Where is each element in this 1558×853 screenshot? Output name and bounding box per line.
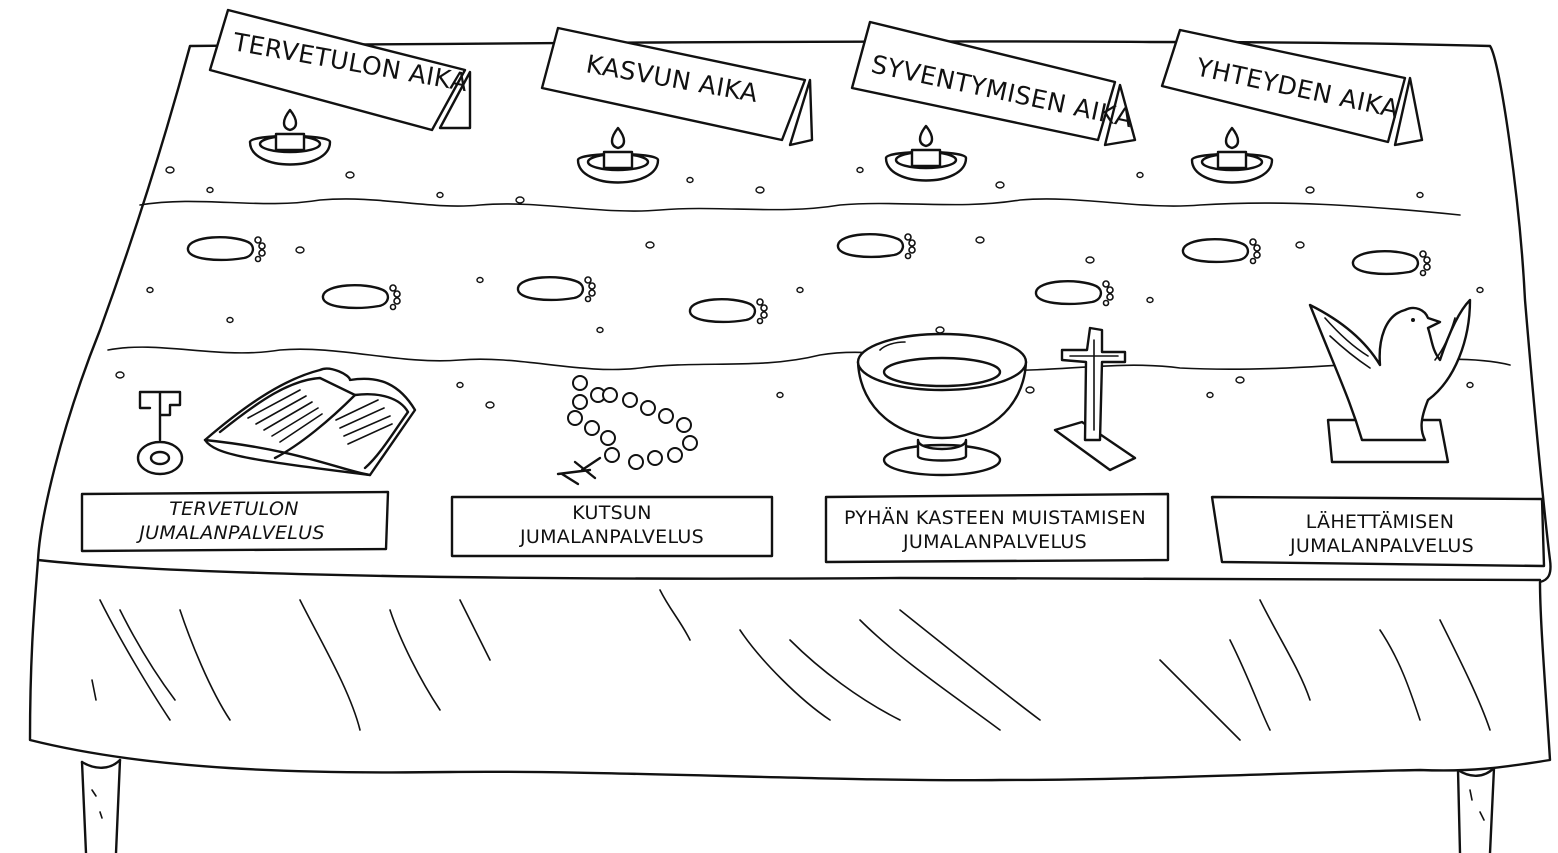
baptismal-font-icon <box>856 332 1028 477</box>
footprint-icon <box>321 284 401 311</box>
sand-path <box>107 166 1511 409</box>
candles <box>248 108 1274 184</box>
dove-statue-icon <box>1308 298 1472 464</box>
footprint-icon <box>688 298 768 325</box>
candle-icon <box>884 124 968 182</box>
plaque: PYHÄN KASTEEN MUISTAMISEN JUMALANPALVELU… <box>824 492 1170 564</box>
candle-icon <box>1190 126 1274 184</box>
candle-icon <box>576 126 660 184</box>
plaque-line-2: JUMALANPALVELUS <box>1289 535 1474 557</box>
table-legs <box>80 758 1496 853</box>
open-bible-icon <box>203 367 417 477</box>
standing-cross-icon <box>1053 326 1137 472</box>
plaque-line-1: PYHÄN KASTEEN MUISTAMISEN <box>844 506 1146 529</box>
footprint-icon <box>836 233 916 260</box>
footprints <box>186 233 1431 325</box>
plaque-line-2: JUMALANPALVELUS <box>519 526 704 548</box>
key-icon <box>136 390 184 476</box>
rosary-icon <box>556 375 698 486</box>
plaque: LÄHETTÄMISEN JUMALANPALVELUS <box>1210 495 1546 568</box>
plaque: KUTSUN JUMALANPALVELUS <box>450 495 774 558</box>
plaque-line-2: JUMALANPALVELUS <box>902 531 1087 553</box>
plaque-line-1: LÄHETTÄMISEN <box>1306 510 1455 533</box>
candle-icon <box>248 108 332 166</box>
sand-pebbles <box>115 166 1484 409</box>
plaque-line-1: TERVETULON <box>169 498 299 520</box>
plaque-line-2: JUMALANPALVELUS <box>135 522 324 544</box>
footprint-icon <box>1181 238 1261 265</box>
plaque: TERVETULON JUMALANPALVELUS <box>80 490 390 553</box>
footprint-icon <box>1034 280 1114 307</box>
footprint-icon <box>1351 250 1431 277</box>
footprint-icon <box>516 276 596 303</box>
tablecloth <box>28 40 1552 782</box>
footprint-icon <box>186 236 266 263</box>
plaque-line-1: KUTSUN <box>572 502 651 524</box>
